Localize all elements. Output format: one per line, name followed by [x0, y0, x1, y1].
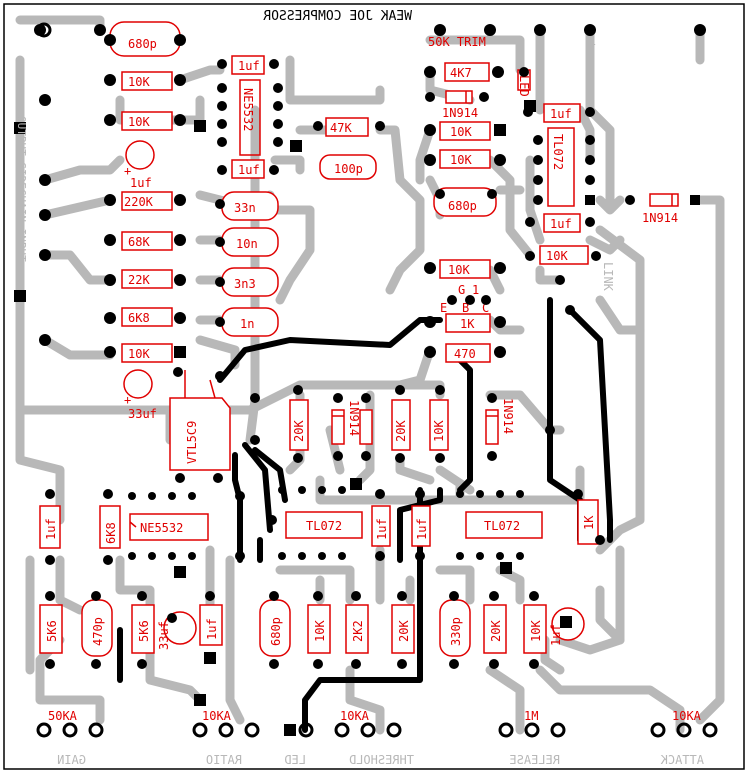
res-220k: 220K: [124, 195, 154, 209]
solder-pads: [14, 24, 706, 706]
pot-release-name: RELEASE: [509, 753, 560, 767]
cap-1uf-mid: 1uf: [238, 163, 260, 177]
pot-release-value: 1M: [524, 709, 538, 723]
cap-1uf-v1: 1uf: [44, 518, 58, 540]
res-47k: 47K: [330, 121, 352, 135]
led-indicator: LED: [517, 75, 531, 97]
trim-label: 50K TRIM: [428, 35, 486, 49]
res-2k2: 2K2: [351, 620, 365, 642]
pin-label-c: C: [482, 301, 489, 315]
pot-gain-value: 50KA: [48, 709, 78, 723]
res-1k-v: 1K: [582, 515, 596, 530]
ic-ne5532-horizontal: NE5532: [140, 521, 183, 535]
pot-gain-name: GAIN: [57, 753, 86, 767]
ic-tl072-h2: TL072: [484, 519, 520, 533]
cap-1uf-v4: 1uf: [205, 618, 219, 640]
diode-1n914-a: 1N914: [442, 106, 478, 120]
cap-1uf-top: 1uf: [238, 59, 260, 73]
res-68k: 68K: [128, 235, 150, 249]
supply-plus: +: [536, 37, 543, 51]
pot-ratio-name: RATIO: [206, 753, 242, 767]
pot-threshold-value: 10KA: [340, 709, 370, 723]
pot-led-name: LED: [284, 753, 306, 767]
cap-470p: 470p: [91, 617, 105, 646]
res-20k-b: 20K: [394, 420, 408, 442]
res-22k: 22K: [128, 273, 150, 287]
pin-label-e: E: [440, 301, 447, 315]
pot-threshold-name: THRESHOLD: [349, 753, 414, 767]
diode-1n914-c: 1N914: [347, 400, 361, 436]
res-6k8-h: 6K8: [128, 311, 150, 325]
pin-label-b: B: [462, 301, 469, 315]
cap-1uf-b: 1uf: [549, 624, 563, 646]
ic-tl072-h1: TL072: [306, 519, 342, 533]
board-title: WEAK JOE COMPRESSOR: [263, 9, 412, 24]
pot-attack-name: ATTACK: [660, 753, 704, 767]
res-10k-c: 10K: [128, 347, 150, 361]
pot-pads: [36, 22, 718, 738]
cap-1uf-r2: 1uf: [550, 217, 572, 231]
ic-ne5532-vertical: NE5532: [241, 88, 255, 131]
cap-1uf-r1: 1uf: [550, 107, 572, 121]
board-outline: [3, 3, 745, 770]
pin-label-1: 1: [472, 283, 479, 297]
res-6k8-v: 6K8: [104, 522, 118, 544]
svg-text:+: +: [124, 393, 131, 407]
res-20k-c: 20K: [397, 620, 411, 642]
cap-330p: 330p: [449, 617, 463, 646]
res-10k-g: 10K: [448, 263, 470, 277]
cap-1uf-a: 1uf: [130, 176, 152, 190]
res-10k-j: 10K: [529, 620, 543, 642]
pot-ratio-value: 10KA: [202, 709, 232, 723]
cap-1n: 1n: [240, 317, 254, 331]
cap-100p: 100p: [334, 162, 363, 176]
silkscreen: 680p 10K 10K + 1uf 220K 68K 22K 6K8 10K …: [39, 21, 679, 657]
res-4k7: 4K7: [450, 66, 472, 80]
res-10k-f: 10K: [546, 249, 568, 263]
cap-3n3: 3n3: [234, 277, 256, 291]
res-20k-a: 20K: [292, 420, 306, 442]
res-10k-e: 10K: [450, 153, 472, 167]
res-10k-i: 10K: [313, 620, 327, 642]
res-470: 470: [454, 347, 476, 361]
res-10k-d: 10K: [450, 125, 472, 139]
cap-33uf-b: 33uf: [157, 621, 171, 650]
optocoupler-vtl5c9: VTL5C9: [185, 421, 199, 464]
cap-680p-top: 680p: [128, 37, 157, 51]
res-5k6-a: 5K6: [45, 620, 59, 642]
diode-1n914-d: 1N914: [501, 398, 515, 434]
res-10k-h: 10K: [432, 420, 446, 442]
cap-33n: 33n: [234, 201, 256, 215]
pot-attack-value: 10KA: [672, 709, 702, 723]
diode-1n914-b: 1N914: [642, 211, 678, 225]
cap-680p-bottom: 680p: [269, 617, 283, 646]
res-5k6-b: 5K6: [137, 620, 151, 642]
res-10k-b: 10K: [128, 115, 150, 129]
cap-1uf-v3: 1uf: [415, 518, 429, 540]
io-edge-label: OUTPUT-SIDECHAIN+INPUT-: [15, 116, 28, 268]
cap-10n: 10n: [236, 237, 258, 251]
cap-680p-right: 680p: [448, 199, 477, 213]
link-label: LINK: [601, 262, 615, 292]
led-pad-round: [298, 722, 314, 738]
cap-33uf: 33uf: [128, 407, 157, 421]
svg-text:+: +: [124, 164, 131, 178]
supply-minus: -: [590, 37, 597, 51]
pin-label-g: G: [458, 283, 465, 297]
led-pad-square: [284, 724, 296, 736]
res-10k-a: 10K: [128, 75, 150, 89]
res-1k-h: 1K: [460, 317, 475, 331]
cap-1uf-v2: 1uf: [375, 518, 389, 540]
ic-tl072-vertical: TL072: [551, 134, 565, 170]
res-20k-d: 20K: [489, 620, 503, 642]
